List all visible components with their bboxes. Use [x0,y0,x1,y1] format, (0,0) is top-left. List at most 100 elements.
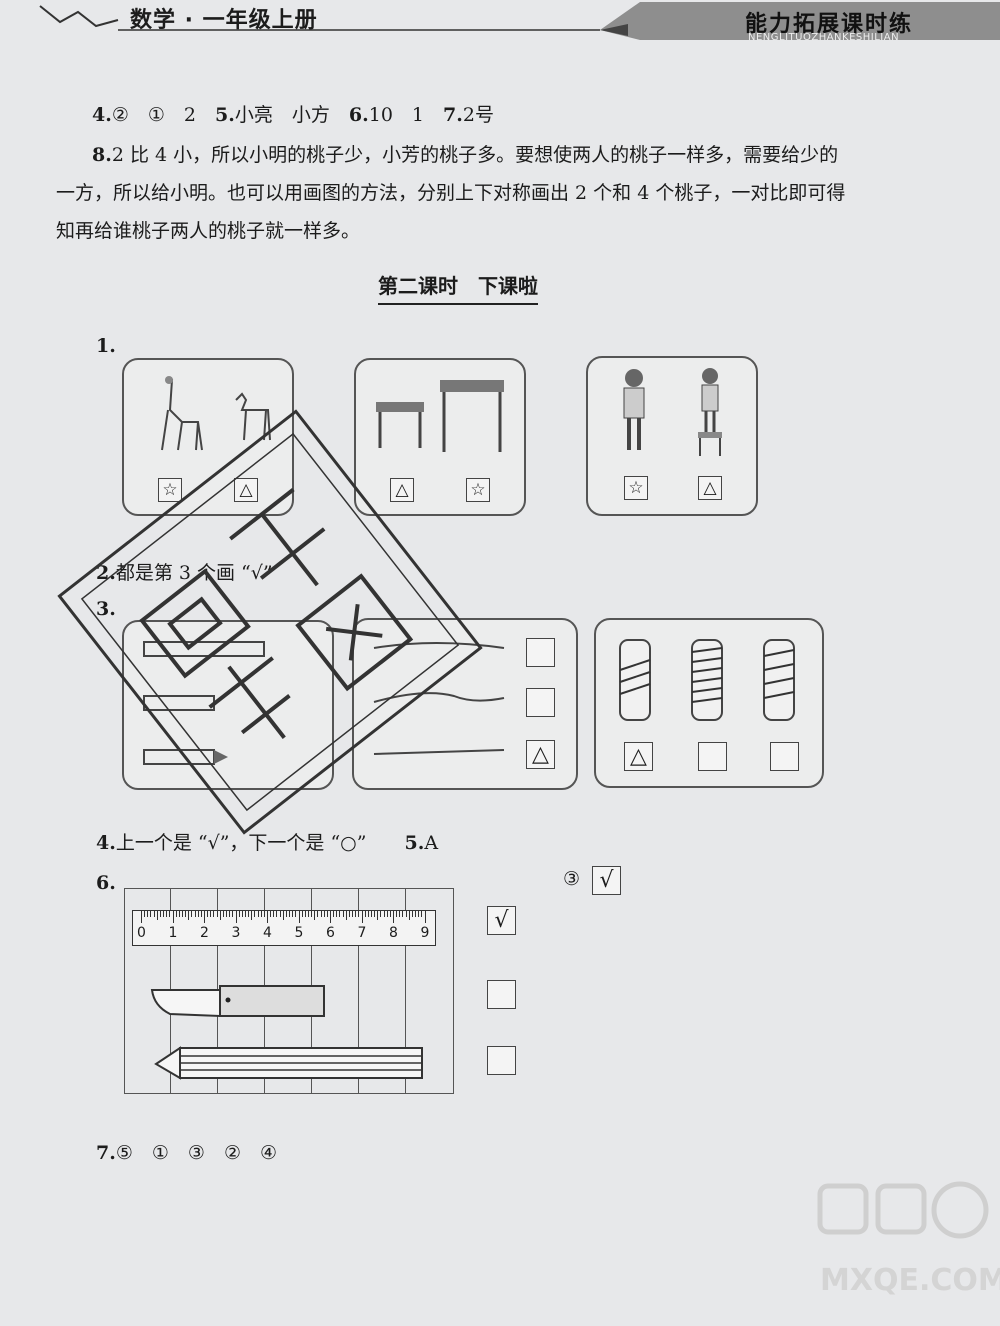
ruler-tick [285,911,287,917]
ruler-tick [358,911,360,917]
q6-mark-1: √ [487,906,516,935]
q1-panel3-mark2: △ [698,476,722,500]
q3-panel3-mark3 [770,742,799,771]
ruler-tick [144,911,146,917]
ruler-tick [339,911,341,917]
ruler-number: 8 [389,925,398,941]
book-title: 数学 · 一年级上册 [130,8,318,33]
ruler-tick [235,911,237,923]
ruler-tick [147,911,149,917]
ruler-tick [204,911,205,923]
q6-side-answer-number: ③ [563,868,581,890]
q3-number: 3. [96,598,116,620]
q1-panel3-mark1: ☆ [624,476,648,500]
q3-panel-pencils [122,620,334,790]
ruler-number: 3 [231,925,241,941]
svg-text:MXQE.COM: MXQE.COM [820,1263,1000,1298]
ruler-tick [276,911,278,917]
ruler-number: 7 [357,925,367,941]
q3-panel2-mark1 [526,638,555,667]
ruler-tick [226,911,228,917]
ruler-tick [216,911,218,917]
ruler-tick [279,911,281,917]
ruler-tick [320,911,322,917]
ruler-tick [374,911,376,917]
q1-panel2-mark1: △ [390,478,414,502]
ruler-tick [241,911,243,917]
ruler-number: 9 [420,925,430,941]
q3-panel3-mark1: △ [624,742,653,771]
ruler-tick [323,911,325,917]
ruler-tick [361,911,363,923]
ruler-tick [411,911,413,917]
ruler-tick [229,911,231,917]
ruler-tick [399,911,401,917]
ruler-tick [251,911,253,920]
ruler-number: 2 [200,925,209,941]
answer-8-line2: 一方，所以给小明。也可以用画图的方法，分别上下对称画出 2 个和 4 个桃子，一… [56,182,846,204]
q6-knife-pencil-illustration [150,985,423,1080]
ruler-tick [153,911,155,917]
ruler-tick [191,911,193,917]
ruler-tick [163,911,165,917]
ruler-tick [333,911,335,917]
ruler-tick [314,911,316,920]
ruler-tick [307,911,309,917]
tables-illustration [376,380,504,452]
ruler-tick [408,911,410,920]
q1-panel1-mark2: △ [234,478,258,502]
ruler-tick [207,911,209,917]
ruler-tick [418,911,420,917]
ruler-tick [405,911,407,917]
ruler-tick [238,911,240,917]
ruler-tick [282,911,284,920]
ruler-tick [141,911,142,923]
q1-panel2-mark2: ☆ [466,478,490,502]
q1-panel1-mark1: ☆ [158,478,182,502]
ruler-tick [345,911,347,920]
ruler-tick [169,911,171,917]
ruler-tick [383,911,385,917]
ruler-tick [222,911,224,917]
ruler-tick [304,911,306,917]
q3-panel2-mark2 [526,688,555,717]
ruler-tick [386,911,388,917]
ruler-tick [188,911,190,920]
ruler-tick [364,911,366,917]
overlay-stamp [57,409,483,835]
ruler-tick [156,911,158,920]
ruler-tick [181,911,183,917]
ruler-number: 6 [326,925,335,941]
q7-answer: 7.⑤ ① ③ ② ④ [96,1142,278,1164]
ruler-tick [175,911,177,917]
ruler-tick [178,911,180,917]
ruler-tick [267,911,268,923]
section-title: 第二课时 下课啦 [378,270,538,305]
header-decoration [39,2,1000,40]
q6-mark-2 [487,980,516,1009]
ruler-tick [352,911,354,917]
q4-q5-answer: 4.上一个是 “√”，下一个是 “○” 5.A [96,832,439,854]
series-title: 能力拓展课时练 [745,12,914,37]
ruler-tick [348,911,350,917]
answers-line-4-7: 4.② ① 2 5.小亮 小方 6.10 1 7.2号 [92,104,494,126]
ruler-tick [150,911,152,917]
q3-panel-ropes: △ [352,618,578,790]
ruler-tick [317,911,319,917]
q2-answer: 2.都是第 3 个画 “√” [96,562,273,584]
ruler-tick [380,911,382,917]
ruler-tick [330,911,331,923]
ruler-tick [270,911,272,917]
ruler-tick [200,911,202,917]
giraffe-deer-illustration [161,376,271,451]
ruler-tick [370,911,372,917]
q1-panel-boys: ☆ △ [586,356,758,516]
ruler-tick [298,911,300,923]
ruler-number: 1 [168,925,178,941]
ruler-tick [326,911,328,917]
ruler-tick [301,911,303,917]
boys-illustration [623,368,722,456]
ruler-tick [342,911,344,917]
ruler-tick [172,911,174,923]
